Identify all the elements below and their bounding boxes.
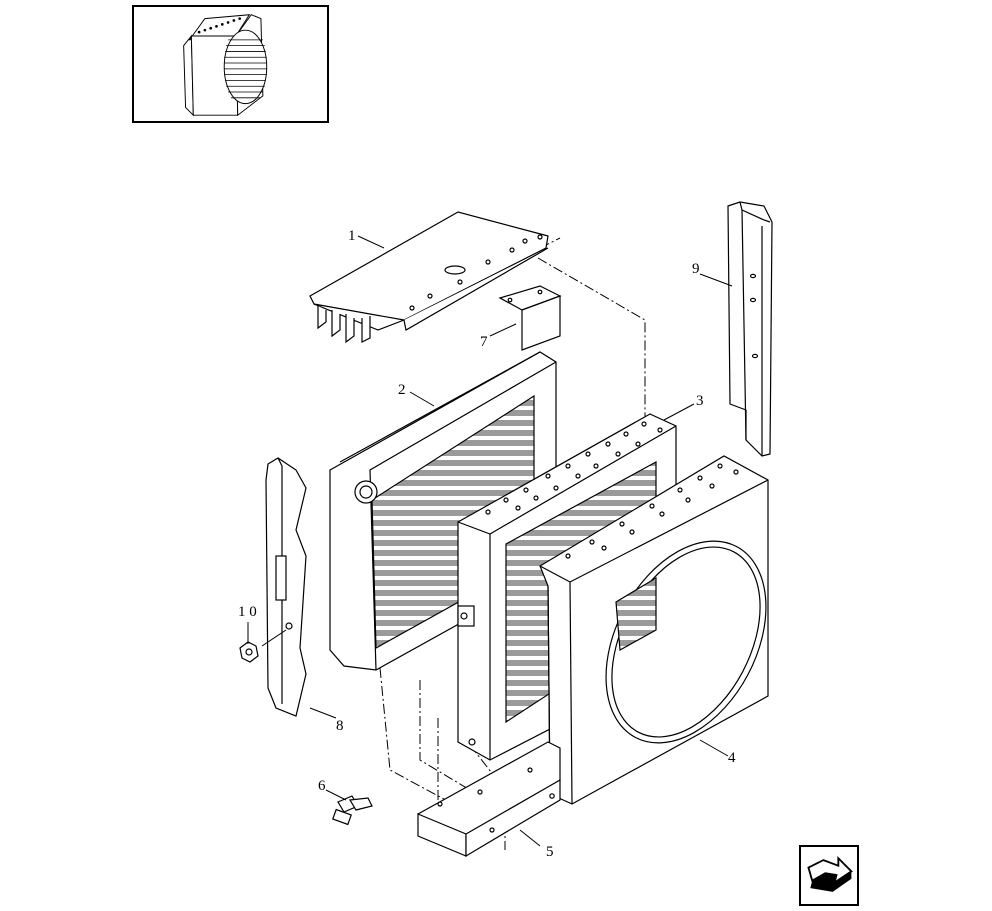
callout-9: 9 (692, 261, 700, 277)
callout-10: 1 0 (238, 604, 257, 620)
part-10-nut (239, 641, 259, 663)
next-arrow-icon (807, 855, 853, 892)
callout-1: 1 (348, 228, 356, 244)
part-4-fan-shroud (539, 455, 769, 805)
assembly-thumbnail (132, 5, 329, 123)
callout-5: 5 (546, 844, 554, 860)
callout-7: 7 (480, 334, 488, 350)
next-page-button[interactable] (799, 845, 859, 906)
callout-2: 2 (398, 382, 406, 398)
part-9-side-channel-right (727, 201, 773, 457)
callout-8: 8 (336, 718, 344, 734)
part-6-pin (332, 795, 373, 826)
assembly-thumbnail-drawing (183, 14, 268, 117)
part-5-bottom-support (417, 741, 561, 858)
callout-3: 3 (696, 393, 704, 409)
part-1-top-plate (309, 211, 549, 344)
part-8-side-channel-left (265, 457, 307, 717)
leader-lines (247, 235, 733, 847)
callout-6: 6 (318, 778, 326, 794)
part-7-bracket (498, 285, 562, 351)
callout-4: 4 (728, 750, 736, 766)
